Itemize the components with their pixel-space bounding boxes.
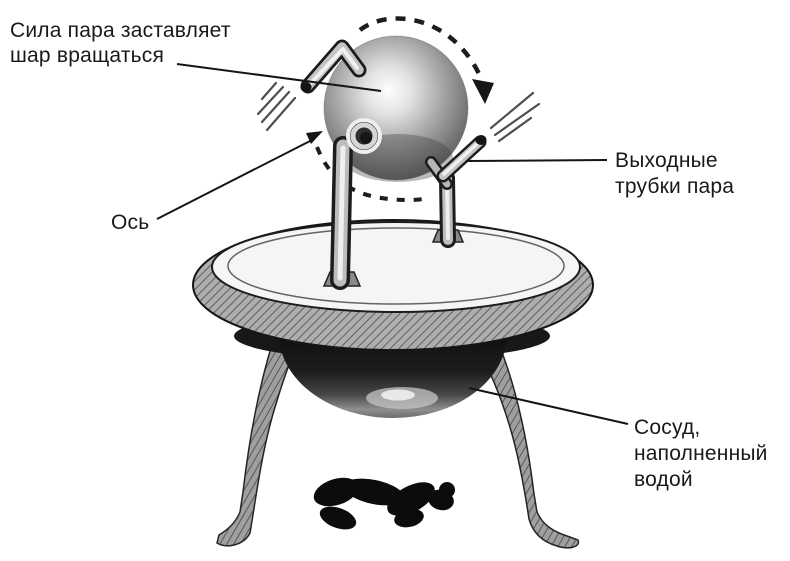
nozzle-opening-left [300,82,312,92]
outlet-tube-left [300,39,367,94]
rotation-arrowhead-icon [472,79,494,104]
label-outlet-line2: трубки пара [615,175,735,198]
label-vessel: Сосуд, наполненный водой [634,415,768,493]
label-axis-text: Ось [111,211,150,234]
label-outlet-tubes: Выходные трубки пара [615,148,734,200]
rotation-arrow [358,16,494,104]
tripod-leg-right [477,341,580,549]
tripod-leg-left [216,337,300,547]
water-vessel [279,334,507,418]
platter-top-surface [211,221,581,313]
platter-inner-rim-line [227,227,565,305]
steam-jets-left [256,81,297,132]
label-steam-force-line1: Сила пара заставляет [10,19,231,42]
axis-arrowhead-icon [306,131,323,144]
label-vessel-line2: наполненный [634,442,768,465]
steam-jets-right [489,91,541,143]
nozzle-opening-right [475,135,487,145]
axis-post [330,136,353,290]
platter [192,219,594,351]
label-outlet-line1: Выходные [615,149,718,172]
fire-wood [313,477,455,530]
tripod-legs [216,337,580,549]
leader-steam-force [176,63,382,92]
label-steam-force: Сила пара заставляет шар вращаться [10,18,231,68]
leader-outlet [465,159,608,162]
outlet-tube-right [436,135,487,183]
label-vessel-line3: водой [634,468,693,491]
leader-axis [156,139,313,220]
rotation-arc-bottom [315,146,425,202]
label-steam-force-line2: шар вращаться [10,44,165,67]
leader-vessel [468,387,629,425]
label-vessel-line1: Сосуд, [634,416,701,439]
rotation-arc-top [358,16,484,79]
leader-lines [156,63,629,425]
label-axis: Ось [111,210,149,235]
axle-bearing-ring [346,118,382,154]
